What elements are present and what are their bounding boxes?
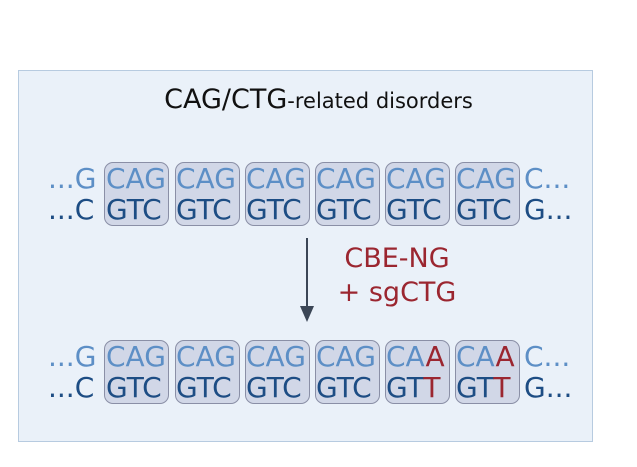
repeat-box (245, 162, 310, 226)
mutated-base: A (425, 340, 445, 373)
repeat-box (385, 340, 450, 404)
repeat-seq: CAG (176, 162, 236, 195)
repeat-seq: CAG (456, 162, 516, 195)
diagram-title: CAG/CTG-related disorders (0, 84, 637, 115)
repeat-box (245, 340, 310, 404)
repeat-seq: GTC (246, 371, 302, 404)
repeat-seq: CAG (106, 162, 166, 195)
repeat-seq-edited: GTT (456, 372, 510, 404)
title-main: CAG/CTG (164, 84, 288, 115)
mutated-base: A (495, 340, 515, 373)
repeat-seq: GTC (246, 193, 302, 226)
flank-left: ...C (48, 371, 95, 404)
repeat-seq: CAG (316, 340, 376, 373)
down-arrow-icon (306, 238, 308, 310)
repeat-box (455, 340, 520, 404)
unchanged-bases: GT (386, 371, 424, 404)
repeat-seq: CAG (106, 340, 166, 373)
repeat-seq-edited: CAA (456, 341, 515, 373)
arrow-head-icon (300, 306, 314, 322)
title-suffix: -related disorders (287, 89, 473, 113)
repeat-seq: GTC (316, 371, 372, 404)
unchanged-bases: GT (456, 371, 494, 404)
repeat-seq: CAG (386, 162, 446, 195)
repeat-box (104, 340, 169, 404)
repeat-seq: GTC (456, 193, 512, 226)
mutated-base: T (423, 371, 441, 404)
repeat-seq-edited: GTT (386, 372, 440, 404)
repeat-seq: GTC (176, 371, 232, 404)
flank-right: G... (524, 371, 573, 404)
repeat-box (385, 162, 450, 226)
repeat-seq: CAG (246, 340, 306, 373)
flank-right: C... (524, 340, 571, 373)
flank-left: ...G (48, 340, 97, 373)
unchanged-bases: CA (386, 340, 426, 373)
repeat-seq: GTC (106, 193, 162, 226)
repeat-box (175, 340, 240, 404)
repeat-seq: GTC (316, 193, 372, 226)
flank-left: ...C (48, 193, 95, 226)
guide-label: + sgCTG (337, 277, 457, 308)
unchanged-bases: CA (456, 340, 496, 373)
repeat-box (315, 162, 380, 226)
repeat-seq: CAG (176, 340, 236, 373)
repeat-seq-edited: CAA (386, 341, 445, 373)
repeat-box (315, 340, 380, 404)
enzyme-label: CBE-NG (344, 243, 450, 274)
mutated-base: T (493, 371, 511, 404)
repeat-box (175, 162, 240, 226)
editing-agent: CBE-NG + sgCTG (322, 242, 472, 310)
repeat-seq: CAG (246, 162, 306, 195)
repeat-seq: GTC (386, 193, 442, 226)
repeat-seq: GTC (106, 371, 162, 404)
flank-right: C... (524, 162, 571, 195)
repeat-seq: CAG (316, 162, 376, 195)
flank-left: ...G (48, 162, 97, 195)
repeat-box (104, 162, 169, 226)
repeat-seq: GTC (176, 193, 232, 226)
flank-right: G... (524, 193, 573, 226)
repeat-box (455, 162, 520, 226)
